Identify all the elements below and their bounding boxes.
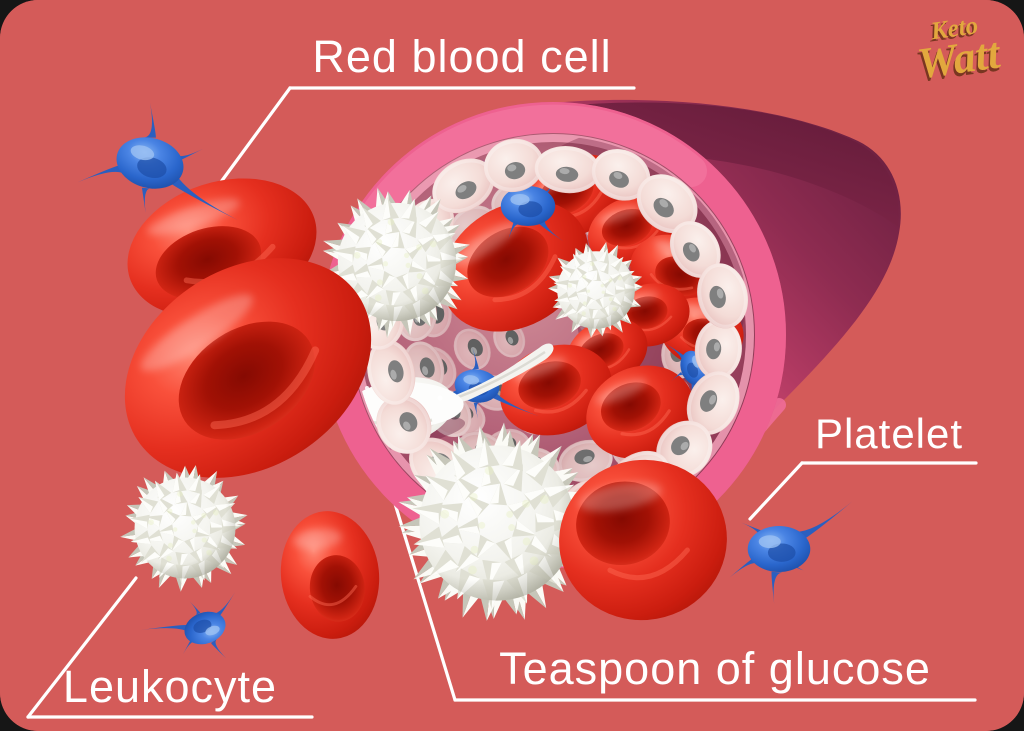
vessel-body <box>553 99 901 520</box>
endothelial-cell <box>697 263 749 329</box>
platelet <box>139 592 235 659</box>
label-red-blood-cell: Red blood cell <box>312 31 612 82</box>
endothelial-cell <box>376 395 432 454</box>
leukocyte <box>548 241 643 338</box>
leader-lines <box>26 86 978 719</box>
platelet-pointer <box>748 461 804 521</box>
red-blood-cell <box>559 459 727 621</box>
label-platelet: Platelet <box>814 410 964 457</box>
platelet <box>729 501 853 604</box>
label-teaspoon-of-glucose: Teaspoon of glucose <box>499 643 931 694</box>
endothelial-cell <box>453 328 491 370</box>
spoon-handle <box>448 343 554 403</box>
platelet <box>77 102 239 221</box>
foreground-cells <box>77 102 853 659</box>
endothelial-cell <box>484 138 544 193</box>
endothelial-cell <box>558 439 613 482</box>
endothelial-cell <box>493 320 526 358</box>
label-leukocyte: Leukocyte <box>62 661 278 712</box>
red-blood-cell <box>124 258 372 478</box>
endothelial-cell <box>686 371 740 435</box>
leukocyte <box>322 187 471 339</box>
platelet <box>479 157 564 242</box>
red-blood-cell <box>280 511 380 639</box>
logo-line2: Watt <box>914 27 1003 88</box>
endothelial-cell <box>636 174 698 234</box>
endothelial-cell <box>656 420 713 478</box>
leukocyte <box>120 464 248 592</box>
leukocyte-pointer <box>26 576 138 719</box>
red-blood-cell-pointer <box>216 86 292 188</box>
ketowatt-logo: Keto Watt <box>912 12 1003 88</box>
